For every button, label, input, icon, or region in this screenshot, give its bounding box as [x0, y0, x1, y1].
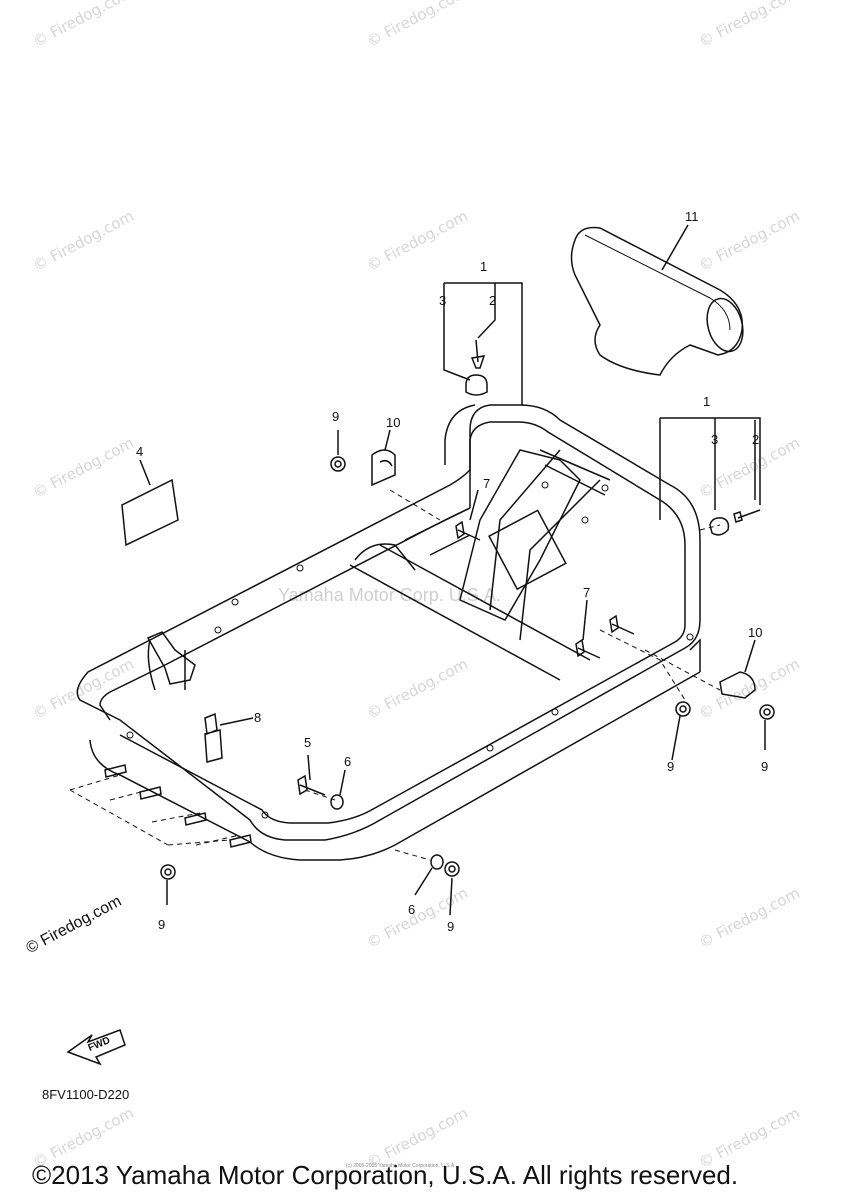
- cross-member: [404, 507, 471, 556]
- bolt-7: [609, 614, 635, 635]
- callout-8: 8: [254, 710, 262, 725]
- callout-11: 11: [685, 209, 699, 224]
- grommet-3: [709, 517, 730, 536]
- rivet-2: [733, 509, 761, 523]
- bracket-10-left: [371, 449, 396, 487]
- seat-cover-11: [570, 226, 744, 376]
- callout-9: 9: [447, 919, 455, 934]
- copyright-notice: ©2013 Yamaha Motor Corporation, U.S.A. A…: [32, 1160, 739, 1190]
- callout-4: 4: [136, 444, 144, 459]
- callout-9: 9: [667, 759, 675, 774]
- bolt-5: [297, 774, 326, 796]
- callout-1: 1: [480, 259, 488, 274]
- corp-overlay-watermark: Yamaha Motor Corp. U.S.A.: [278, 585, 501, 605]
- callout-2: 2: [489, 293, 497, 308]
- label-4: [121, 478, 179, 547]
- callout-5: 5: [304, 735, 312, 750]
- callout-9: 9: [761, 759, 769, 774]
- front-studs: [104, 764, 252, 848]
- bracket-10-right: [719, 671, 756, 699]
- callout-6: 6: [344, 754, 352, 769]
- callout-10: 10: [386, 415, 401, 430]
- rear-bar: [444, 404, 476, 465]
- front-bracket: [146, 631, 196, 685]
- rail-holes: [126, 481, 694, 819]
- callout-1: 1: [703, 394, 711, 409]
- grommet-3: [465, 374, 488, 396]
- part-code: 8FV1100-D220: [42, 1087, 130, 1102]
- rivet-2: [470, 339, 486, 369]
- frame-side-rail: [89, 671, 701, 861]
- washer-6: [330, 794, 344, 810]
- cross-member: [349, 544, 591, 681]
- callout-3: 3: [711, 432, 719, 447]
- callout-7: 7: [483, 476, 491, 491]
- bolt-7: [575, 638, 601, 659]
- frame-outer-rail: [76, 404, 701, 841]
- clip-8: [204, 712, 223, 763]
- frame-inner-rail: [99, 421, 686, 824]
- fwd-arrow: [66, 1029, 126, 1066]
- callout-10: 10: [748, 625, 763, 640]
- fine-print: (c) 2005-2015 Yamaha Motor Corporation, …: [346, 1163, 456, 1169]
- hex-nuts: [160, 456, 775, 880]
- callout-3: 3: [439, 293, 447, 308]
- callout-9: 9: [158, 917, 166, 932]
- callout-7: 7: [583, 585, 591, 600]
- washer-6: [430, 854, 444, 870]
- callout-9: 9: [332, 409, 340, 424]
- callout-6: 6: [408, 902, 416, 917]
- bolt-7: [455, 520, 481, 541]
- callout-2: 2: [752, 432, 760, 447]
